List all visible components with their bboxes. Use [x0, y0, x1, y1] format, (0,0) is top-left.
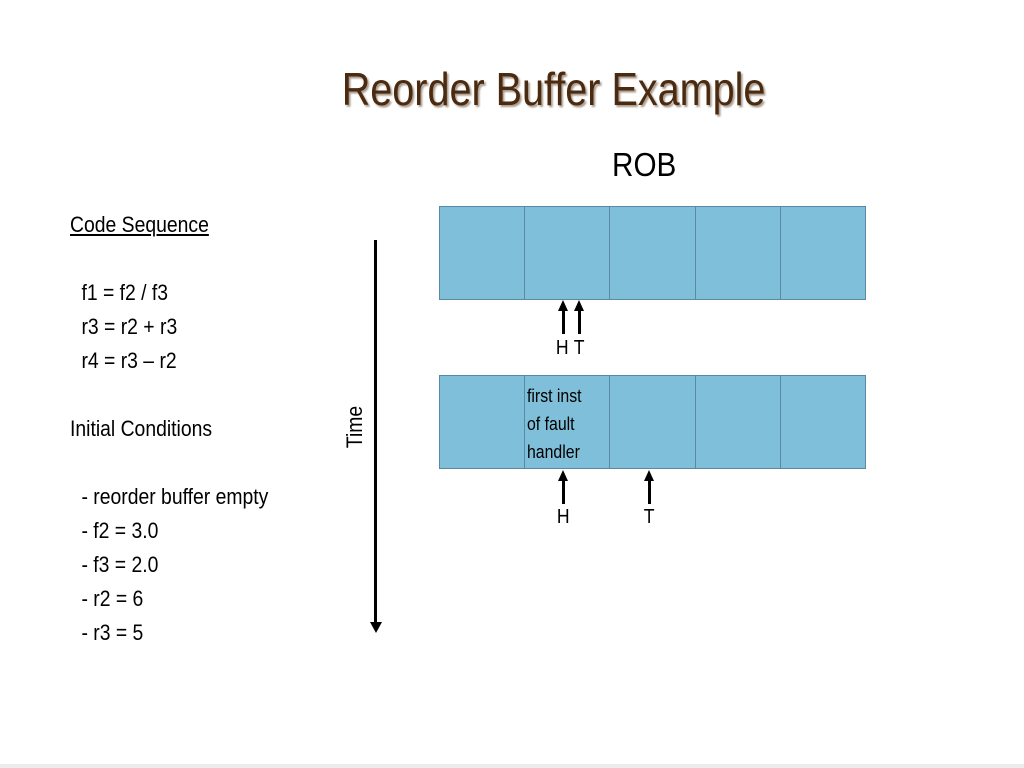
rob-row-top: [439, 206, 866, 300]
rob-top-head-label: H: [555, 337, 569, 359]
condition-1: - reorder buffer empty: [81, 484, 269, 509]
time-arrowhead-icon: [370, 622, 382, 633]
slide-title: Reorder Buffer Example: [341, 63, 766, 115]
rob-bottom-cell-3: [610, 376, 696, 468]
rob-top-cell-5: [780, 207, 866, 299]
condition-4: - r2 = 6: [81, 586, 144, 611]
instruction-1: f1 = f2 / f3: [81, 280, 169, 305]
rob-heading: ROB: [612, 146, 677, 183]
code-block: Code Sequence f1 = f2 / f3 r3 = r2 + r3 …: [70, 208, 268, 650]
rob-top-tail-label: T: [573, 337, 585, 359]
spacer: [70, 242, 268, 276]
time-axis-line: [374, 240, 377, 624]
rob-bottom-cell-4: [695, 376, 781, 468]
rob-bottom-tail-arrow-icon: [644, 470, 654, 504]
condition-5: - r3 = 5: [81, 620, 144, 645]
condition-2: - f2 = 3.0: [81, 518, 159, 543]
time-label: Time: [342, 405, 367, 449]
rob-top-tail-arrow-icon: [574, 300, 584, 334]
fault-handler-note: first inst of fault handler: [527, 386, 582, 462]
rob-bottom-tail-label: T: [643, 506, 655, 528]
instruction-3: r4 = r3 – r2: [81, 348, 177, 373]
rob-top-cell-1: [440, 207, 526, 299]
code-sequence-heading: Code Sequence: [70, 212, 209, 237]
spacer: [70, 378, 268, 412]
rob-top-cell-2: [525, 207, 611, 299]
rob-bottom-head-arrow-icon: [558, 470, 568, 504]
rob-bottom-head-label: H: [556, 506, 570, 528]
rob-top-head-arrow-icon: [558, 300, 568, 334]
rob-row-bottom: first inst of fault handler: [439, 375, 866, 469]
initial-conditions-heading: Initial Conditions: [70, 416, 213, 441]
spacer: [70, 446, 268, 480]
condition-3: - f3 = 2.0: [81, 552, 159, 577]
rob-top-cell-4: [695, 207, 781, 299]
rob-bottom-cell-2: first inst of fault handler: [525, 376, 611, 468]
rob-bottom-cell-1: [440, 376, 526, 468]
instruction-2: r3 = r2 + r3: [81, 314, 178, 339]
rob-bottom-cell-5: [780, 376, 866, 468]
rob-top-cell-3: [610, 207, 696, 299]
bottom-divider: [0, 764, 1024, 768]
